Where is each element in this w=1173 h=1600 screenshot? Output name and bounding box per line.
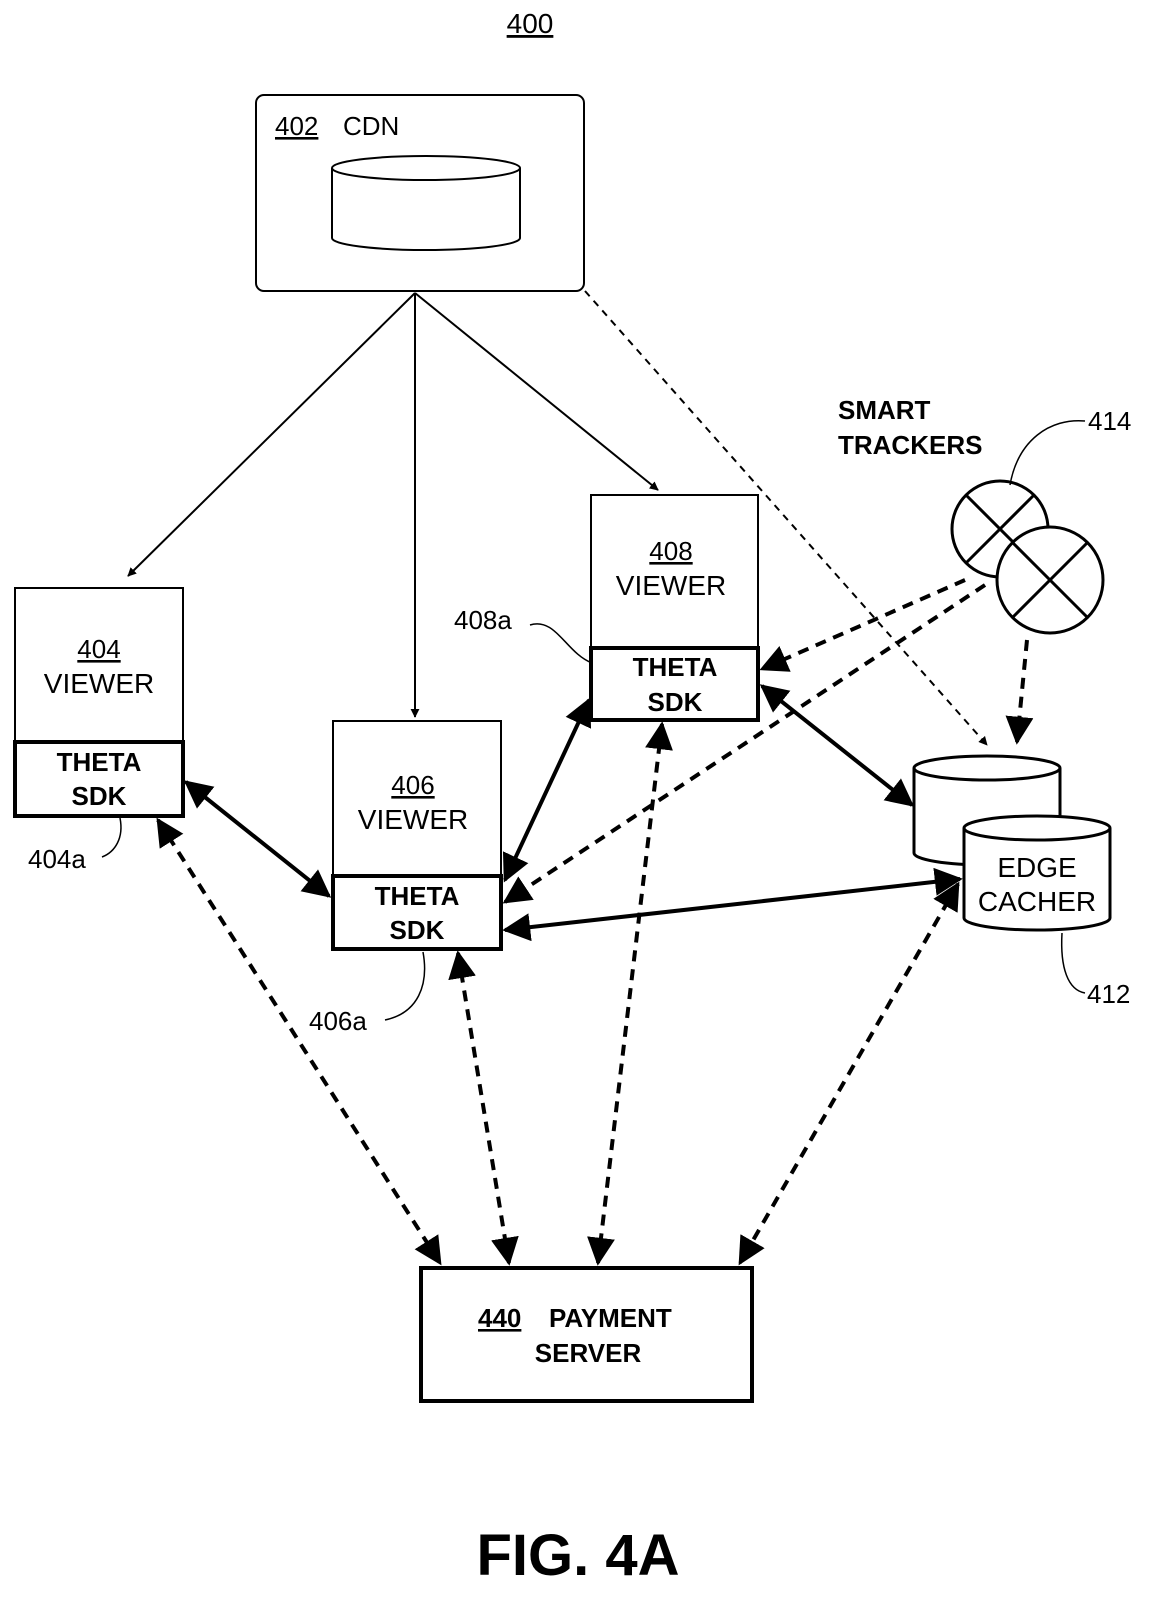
arrow-cdn-to-edge-cacher bbox=[584, 290, 988, 746]
payment-server-ref: 440 bbox=[478, 1303, 521, 1333]
cdn-node: 402 CDN bbox=[255, 94, 585, 292]
payment-connections bbox=[156, 721, 960, 1266]
theta-sdk-404 bbox=[13, 740, 185, 818]
edge-cacher: EDGE CACHER 412 bbox=[912, 754, 1130, 1009]
payment-server: 440 PAYMENT SERVER bbox=[419, 1266, 754, 1403]
cdn-ref: 402 bbox=[275, 111, 318, 141]
smart-trackers-ref: 414 bbox=[1088, 406, 1131, 436]
viewer-404-ref: 404 bbox=[77, 634, 120, 664]
arrow-408-payment bbox=[587, 721, 673, 1266]
viewer-406: 406 VIEWER THETA SDK 406a bbox=[309, 720, 503, 1036]
arrow-tracker-to-edge-cacher bbox=[1005, 639, 1034, 745]
arrow-406-edge bbox=[502, 867, 963, 942]
theta-sdk-404-line1: THETA bbox=[57, 747, 142, 777]
viewer-404: 404 VIEWER THETA SDK 404a bbox=[13, 587, 185, 874]
arrow-cdn-to-404 bbox=[127, 292, 416, 577]
tracker-icon bbox=[995, 525, 1105, 635]
cdn-database-icon bbox=[331, 155, 521, 251]
figure-number: 400 bbox=[507, 8, 554, 39]
edge-cacher-line1: EDGE bbox=[997, 852, 1076, 883]
edge-cacher-ref: 412 bbox=[1087, 979, 1130, 1009]
viewer-408-ref: 408 bbox=[649, 536, 692, 566]
payment-server-line1: PAYMENT bbox=[549, 1303, 672, 1333]
smart-trackers-line2: TRACKERS bbox=[838, 430, 982, 460]
arrow-406-408 bbox=[502, 697, 592, 883]
theta-sdk-408-line2: SDK bbox=[648, 687, 703, 717]
viewer-408: 408 VIEWER THETA SDK 408a bbox=[454, 494, 760, 722]
arrow-edge-payment bbox=[738, 881, 960, 1266]
arrow-406-payment bbox=[448, 950, 519, 1266]
smart-trackers: SMART TRACKERS 414 bbox=[838, 395, 1131, 635]
cdn-box bbox=[255, 94, 585, 292]
viewer-408-label: VIEWER bbox=[616, 570, 726, 601]
theta-sdk-404-ref: 404a bbox=[28, 844, 86, 874]
arrow-404-payment bbox=[156, 817, 442, 1266]
database-icon bbox=[962, 814, 1112, 932]
cdn-label: CDN bbox=[343, 111, 399, 141]
peer-connections bbox=[183, 684, 963, 942]
theta-sdk-406-ref: 406a bbox=[309, 1006, 367, 1036]
arrow-cdn-to-408 bbox=[414, 292, 659, 491]
viewer-404-label: VIEWER bbox=[44, 668, 154, 699]
theta-sdk-408 bbox=[589, 646, 760, 722]
theta-sdk-406-line2: SDK bbox=[390, 915, 445, 945]
smart-trackers-line1: SMART bbox=[838, 395, 931, 425]
viewer-406-label: VIEWER bbox=[358, 804, 468, 835]
arrow-404-406 bbox=[183, 780, 332, 898]
theta-sdk-408-ref: 408a bbox=[454, 605, 512, 635]
theta-sdk-404-line2: SDK bbox=[72, 781, 127, 811]
theta-sdk-408-line1: THETA bbox=[633, 652, 718, 682]
payment-server-line2: SERVER bbox=[535, 1338, 642, 1368]
viewer-406-ref: 406 bbox=[391, 770, 434, 800]
arrow-408-edge bbox=[759, 684, 915, 807]
arrow-tracker-to-408 bbox=[759, 578, 966, 672]
edge-cacher-line2: CACHER bbox=[978, 886, 1096, 917]
figure-caption: FIG. 4A bbox=[476, 1523, 679, 1588]
cdn-distribution-arrows bbox=[127, 292, 659, 718]
theta-sdk-406-line1: THETA bbox=[375, 881, 460, 911]
